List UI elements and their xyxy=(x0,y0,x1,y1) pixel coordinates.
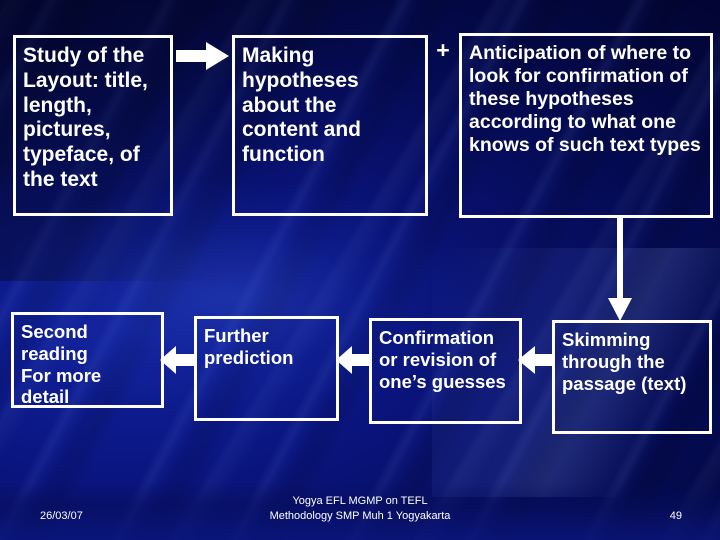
arrow-down-anticipation-to-skimming-icon xyxy=(608,218,632,321)
footer-event-title: Yogya EFL MGMP on TEFL Methodology SMP M… xyxy=(269,495,451,522)
flow-box-further-prediction-label: Further prediction xyxy=(204,325,294,368)
flow-box-layout-label: Study of the Layout: title, length, pict… xyxy=(23,44,148,191)
arrow-left-further-to-second-icon xyxy=(160,346,195,374)
flow-box-confirmation-or-revision[interactable]: Confirmation or revision of one’s guesse… xyxy=(369,318,522,424)
arrow-right-layout-to-hypotheses-icon xyxy=(176,42,229,70)
footer-slide-number: 49 xyxy=(669,510,682,522)
flow-box-anticipation-label: Anticipation of where to look for confir… xyxy=(469,42,701,156)
flow-box-confirmation-label: Confirmation or revision of one’s guesse… xyxy=(379,327,506,392)
flow-box-anticipation[interactable]: Anticipation of where to look for confir… xyxy=(459,33,713,218)
arrow-left-confirmation-to-further-icon xyxy=(336,346,371,374)
flow-box-making-hypotheses[interactable]: Making hypotheses about the content and … xyxy=(232,35,428,216)
flow-box-study-of-layout[interactable]: Study of the Layout: title, length, pict… xyxy=(13,35,173,216)
flow-box-further-prediction[interactable]: Further prediction xyxy=(194,316,339,421)
flow-box-skimming[interactable]: Skimming through the passage (text) xyxy=(552,320,712,434)
arrow-left-skimming-to-confirmation-icon xyxy=(518,346,555,374)
plus-operator-icon: + xyxy=(436,37,450,63)
flow-box-second-reading-label: Second reading For more detail xyxy=(21,321,102,408)
flow-box-second-reading[interactable]: Second reading For more detail xyxy=(11,312,164,408)
flow-box-skimming-label: Skimming through the passage (text) xyxy=(562,329,687,394)
footer-date: 26/03/07 xyxy=(40,510,83,522)
flow-box-hypotheses-label: Making hypotheses about the content and … xyxy=(242,44,361,167)
